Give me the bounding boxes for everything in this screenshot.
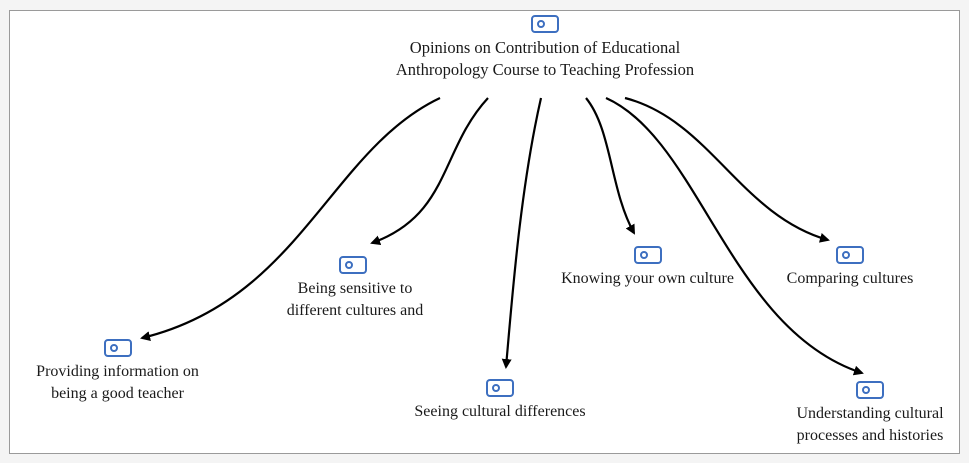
code-tag-icon [531,15,559,33]
code-tag-icon [856,381,884,399]
edge-knowing [585,97,635,235]
node-label: Providing information on being a good te… [36,363,199,402]
edge-sensitive [370,97,489,245]
edge-understanding [605,96,864,376]
node-comparing: Comparing cultures [765,245,935,290]
edge-seeing [501,97,543,369]
node-label: Seeing cultural differences [414,403,586,420]
node-providing: Providing information on being a good te… [10,338,225,405]
code-tag-icon [103,339,132,357]
node-label: Being sensitive to different cultures an… [286,280,424,319]
code-tag-icon [836,246,864,264]
node-sensitive: Being sensitive to different cultures an… [270,255,440,322]
edge-comparing [624,96,830,243]
node-knowing: Knowing your own culture [540,245,755,290]
code-tag-icon [633,246,662,264]
node-label: Understanding cultural processes and his… [796,405,944,444]
node-seeing: Seeing cultural differences [385,378,615,423]
edge-providing [140,97,441,341]
code-tag-icon [486,379,514,397]
root-node: Opinions on Contribution of Educational … [340,14,750,81]
diagram-frame [9,10,960,454]
node-label: Knowing your own culture [561,270,734,287]
code-tag-icon [339,256,367,274]
node-label: Comparing cultures [786,270,914,287]
root-label: Opinions on Contribution of Educational … [395,38,695,79]
node-understanding: Understanding cultural processes and his… [775,380,965,447]
